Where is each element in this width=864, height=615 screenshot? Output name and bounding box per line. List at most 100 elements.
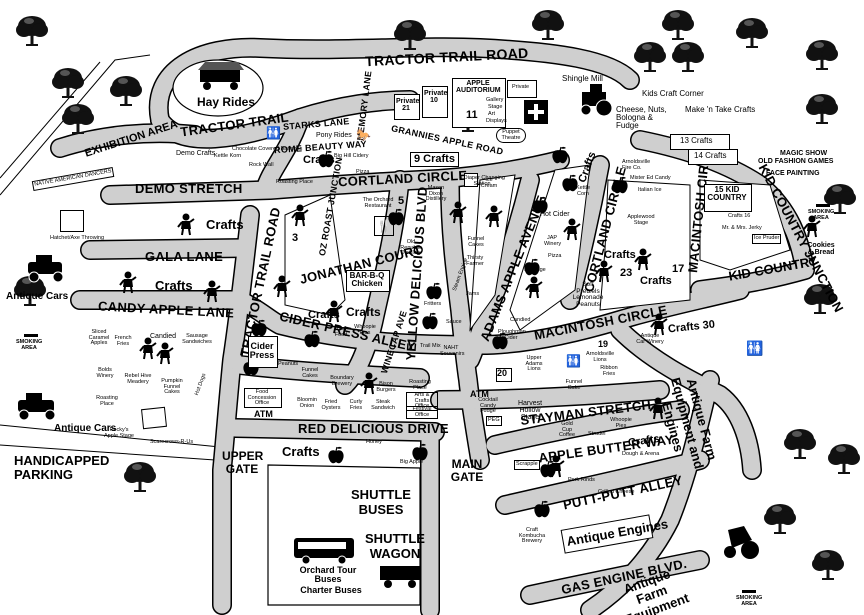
atm-1-label: ATM: [254, 409, 273, 419]
road-red-delicious-drive: RED DELICIOUS DRIVE: [298, 421, 449, 436]
crafts-8-area-label: Crafts: [308, 309, 340, 321]
scrapple-label: Scrapple: [514, 460, 540, 470]
main-gate-label: MAIN GATE: [450, 457, 484, 485]
thirsty-farmer-label: Thirsty Farmer: [466, 255, 484, 267]
kettle-korn-label: Kettle Korn: [214, 153, 242, 159]
wagon-icon: [380, 566, 420, 588]
cider-press-label: Cider Press: [249, 341, 275, 360]
bus-icon: [294, 538, 354, 565]
old-republic-distillery-label: Old Republic Distillery: [400, 239, 422, 256]
antique-cars-bottom-label: Antique Cars: [54, 423, 117, 434]
pork-rinds-label: Pork Rinds: [568, 477, 595, 483]
whoopie-pies-label: Whoopie Pies: [354, 324, 376, 336]
crafts-gala-label: Crafts: [206, 217, 244, 232]
crafts-3-label: 3: [292, 232, 299, 244]
magic-show-label: MAGIC SHOW: [780, 150, 828, 157]
atm-2-label: ATM: [470, 389, 489, 399]
crafts-16-label: Crafts 16: [728, 213, 751, 219]
crafts-17-label: 17: [672, 263, 685, 275]
orchard-tour-buses-label: Orchard Tour Buses: [299, 565, 357, 584]
pony-rides-label: Pony Rides: [316, 132, 352, 139]
cheese-nuts-label: Cheese, Nuts, Bologna & Fudge: [616, 105, 667, 130]
peg-label: PEG: [486, 416, 502, 426]
shuttle-buses-label: SHUTTLE BUSES: [351, 487, 411, 517]
arnoldsville-lions-label: Arnoldsville Lions: [586, 351, 615, 363]
upper-adams-lions-label: Upper Adams Lions: [525, 355, 543, 372]
sausage-sandwiches-label: Sausage Sandwiches: [182, 333, 212, 345]
thai-food-label: Thai Food: [334, 326, 348, 338]
cookies-bread-label: Cookies & Bread: [807, 242, 835, 256]
harvest-hollow-stage-label: Harvest Hollow Stage: [517, 400, 543, 421]
car-icon: [28, 255, 64, 283]
hatchet-axe-throwing-label: Hatchet/Axe Throwing: [50, 235, 105, 241]
rock-wall-label: Rock Wall: [249, 162, 274, 168]
private-21-box: [394, 94, 420, 120]
cigarette-icon: [742, 590, 756, 593]
candied-label: Candied: [150, 333, 177, 340]
scarecrows-label: Scarecrows-R-Us: [150, 439, 194, 445]
road-gala-lane: GALA LANE: [145, 249, 224, 264]
ribbon-fries-label: Ribbon Fries: [600, 365, 618, 377]
diaper-changing-label: 8 Diaper Changing Station: [459, 175, 505, 187]
orchard-restaurant-label: The Orchard Restaurant: [362, 197, 394, 209]
gallery-item-1: Gallery: [486, 97, 504, 103]
fritters-label: Fritters: [424, 301, 442, 307]
horse-icon: 🐎: [356, 128, 371, 142]
num-20-label: 20: [497, 368, 508, 378]
cigarette-icon: [816, 204, 830, 207]
dough-arena-label: Dough & Arena: [622, 451, 660, 457]
handicapped-parking-label: HANDICAPPED PARKING: [14, 453, 110, 483]
pizza-adams-label: Pizza: [548, 253, 562, 259]
kid-country-15-box: [704, 184, 752, 212]
chocolate-covered-bananas-label: Chocolate Covered Bananas: [232, 146, 303, 152]
old-fashion-games-label: OLD FASHION GAMES: [758, 158, 834, 165]
tractor-icon: [580, 84, 613, 117]
crafts-candy-label: Crafts: [155, 278, 193, 293]
rocky-apple-stage-label: Rocky's Apple Stage: [104, 427, 134, 439]
strudel-label: Strudel: [588, 431, 606, 437]
food-concession-box: [244, 388, 282, 408]
private-10-box: [422, 86, 448, 118]
rocky-apple-stage-box: [141, 406, 167, 430]
funnel-cakes-2-label: Funnel Cakes: [301, 367, 319, 379]
nasit-souvenirs-label: NAHT Souvenirs: [440, 345, 465, 357]
box-20: [496, 368, 512, 382]
bbq-chicken-box: [346, 270, 390, 292]
private-box: [507, 80, 537, 98]
ploughman-cider-label: Ploughman Cider: [498, 329, 526, 341]
craft-kombucha-brewery-label: Craft Kombucha Brewery: [518, 527, 546, 544]
italian-ice-label: Italian Ice: [638, 187, 662, 193]
pumpkin-funnel-cakes-label: Pumpkin Funnel Cakes: [161, 378, 183, 395]
jams-label: Jams: [466, 291, 480, 297]
soft-pretzels-label: Soft Pretzels Lemonade Peanuts: [572, 281, 604, 308]
funnel-cake-label: Funnel Cake: [565, 379, 583, 391]
grilled-cheese-label: Grilled Cheese: [598, 489, 635, 495]
candied-adams-label: Candied: [510, 317, 531, 323]
road-demo-stretch: DEMO STRETCH: [135, 181, 243, 196]
hay-wagon-icon: [198, 62, 244, 90]
kid-country-15-label: 15 KID COUNTRY: [707, 185, 747, 202]
first-aid-icon: [524, 100, 548, 124]
gallery-item-4: Displays: [486, 118, 507, 124]
sliced-caramel-apples-label: Sliced Caramel Apples: [88, 329, 110, 346]
big-hill-cidery-label: Big Hill Cidery: [334, 153, 369, 159]
bolds-winery-label: Bolds Winery: [96, 367, 114, 379]
num-5-label: 5: [398, 195, 405, 207]
car-icon: [18, 393, 56, 421]
trail-mix-label: Trail Mix: [420, 343, 441, 349]
bbq-chicken-label: BAR-B-Q Chicken: [349, 271, 385, 288]
roasting-place-left-label: Roasting Place: [96, 395, 118, 407]
smoking-area-bottom-label: SMOKING AREA: [736, 595, 763, 607]
mister-ed-candy-label: Mister Ed Candy: [630, 175, 671, 181]
mason-dixon-distillery-label: Mason Dixon Distillery: [425, 185, 447, 202]
roasting-place-rome-label: Roasting Place: [276, 179, 313, 185]
puppet-theatre-label: Puppet Theatre: [496, 128, 526, 143]
boundary-brewery-label: Boundary Brewery: [330, 375, 354, 387]
whoopie-pies-2-label: Whoopie Pies: [610, 417, 632, 429]
charter-buses-label: Charter Buses: [300, 585, 362, 595]
face-painting-label: FACE PAINTING: [766, 170, 820, 177]
shuttle-wagon-label: SHUTTLE WAGON: [365, 531, 425, 561]
roasting-place-cider-label: Roasting Place: [409, 379, 431, 391]
ice-pruder-label: Ice Pruder: [752, 234, 782, 244]
